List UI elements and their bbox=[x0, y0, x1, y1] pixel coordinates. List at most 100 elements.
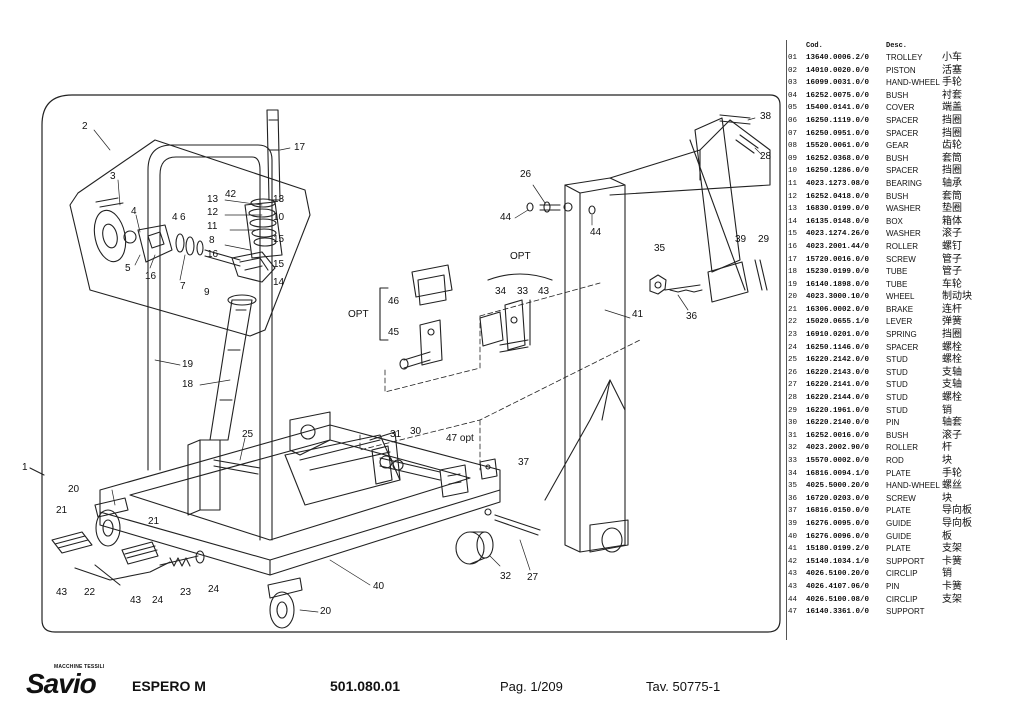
callout-35: 35 bbox=[654, 243, 666, 254]
part-code: 16250.0951.0/0 bbox=[806, 129, 870, 138]
part-position: 43 bbox=[788, 582, 798, 591]
part-description: TUBE bbox=[886, 267, 908, 277]
drawing-linework bbox=[29, 94, 781, 633]
part-position: 47 bbox=[788, 608, 798, 617]
part-description: SPRING bbox=[886, 330, 917, 340]
part-description-cn: 块 bbox=[942, 455, 952, 466]
table-reference: Tav. 50775-1 bbox=[646, 679, 721, 694]
part-description: HAND-WHEEL bbox=[886, 78, 940, 88]
part-description-cn: 管子 bbox=[942, 266, 962, 278]
callout-46: 46 bbox=[388, 296, 400, 307]
part-description: BUSH bbox=[886, 430, 909, 440]
part-description-cn: 轴套 bbox=[942, 417, 962, 429]
callout-7: 7 bbox=[180, 281, 186, 292]
part-description: WASHER bbox=[886, 204, 921, 214]
part-code: 4023.1274.26/0 bbox=[806, 230, 870, 239]
part-description: STUD bbox=[886, 355, 908, 365]
part-code: 15020.0655.1/0 bbox=[806, 318, 870, 327]
callout-29: 29 bbox=[758, 234, 770, 245]
part-description: SPACER bbox=[886, 342, 919, 352]
part-code: 16220.2140.0/0 bbox=[806, 419, 870, 428]
callout-24b: 24 bbox=[208, 584, 220, 595]
callout-6: 6 bbox=[180, 212, 186, 223]
part-description: ROD bbox=[886, 456, 904, 465]
callout-40: 40 bbox=[373, 581, 385, 592]
part-position: 14 bbox=[788, 217, 798, 226]
part-code: 16250.1146.0/0 bbox=[806, 343, 870, 352]
part-description: BEARING bbox=[886, 178, 923, 188]
part-description-cn: 销 bbox=[942, 404, 952, 416]
part-position: 23 bbox=[788, 331, 798, 340]
callout-26: 26 bbox=[520, 169, 532, 180]
part-description-cn: 手轮 bbox=[942, 467, 962, 479]
part-code: 16220.2141.0/0 bbox=[806, 381, 870, 390]
callout-20b: 20 bbox=[320, 606, 332, 617]
part-description-cn: 箱体 bbox=[942, 215, 962, 227]
callout-23: 23 bbox=[180, 587, 192, 598]
callout-44a: 44 bbox=[500, 212, 512, 223]
part-position: 07 bbox=[788, 129, 798, 138]
part-description-cn: 挡圈 bbox=[942, 329, 962, 341]
part-description: PISTON bbox=[886, 65, 916, 75]
part-position: 21 bbox=[788, 305, 798, 314]
part-code: 16720.0203.0/0 bbox=[806, 494, 870, 503]
part-code: 16830.0199.0/0 bbox=[806, 205, 870, 214]
part-code: 16220.2142.0/0 bbox=[806, 356, 870, 365]
part-code: 4023.1273.08/0 bbox=[806, 179, 870, 188]
footer: MACCHINE TESSILI Savio ESPERO M 501.080.… bbox=[0, 644, 1024, 724]
part-position: 30 bbox=[788, 419, 798, 428]
part-position: 09 bbox=[788, 154, 798, 163]
callout-34: 34 bbox=[495, 286, 507, 297]
part-description-cn: 板 bbox=[942, 530, 952, 542]
part-description: BUSH bbox=[886, 191, 909, 201]
part-position: 11 bbox=[788, 179, 798, 188]
part-description-cn: 销 bbox=[942, 568, 952, 580]
part-position: 36 bbox=[788, 494, 798, 503]
part-position: 24 bbox=[788, 343, 798, 352]
part-description-cn: 端盖 bbox=[942, 102, 962, 114]
part-description-cn: 支架 bbox=[942, 593, 962, 605]
part-description-cn: 弹簧 bbox=[942, 316, 962, 328]
part-description: PLATE bbox=[886, 468, 911, 478]
part-description: SUPPORT bbox=[886, 556, 925, 566]
part-code: 15720.0016.0/0 bbox=[806, 255, 870, 264]
part-code: 4023.2001.44/0 bbox=[806, 242, 870, 251]
part-description-cn: 螺丝 bbox=[942, 480, 962, 492]
part-position: 27 bbox=[788, 381, 798, 390]
callout-21a: 21 bbox=[56, 505, 68, 516]
part-description-cn: 制动块 bbox=[942, 291, 972, 303]
part-description: BUSH bbox=[886, 90, 909, 100]
part-code: 16252.0016.0/0 bbox=[806, 431, 870, 440]
callout-31: 31 bbox=[390, 429, 402, 440]
callout-1: 1 bbox=[22, 462, 28, 473]
part-position: 16 bbox=[788, 242, 798, 251]
part-position: 29 bbox=[788, 406, 798, 415]
part-code: 15400.0141.0/0 bbox=[806, 104, 870, 113]
part-code: 16250.1286.0/0 bbox=[806, 167, 870, 176]
callout-19: 19 bbox=[182, 359, 194, 370]
parts-row: 30 16220.2140.0/0 PIN 轴套 bbox=[786, 417, 1022, 430]
part-description: PIN bbox=[886, 418, 900, 428]
part-code: 16220.2144.0/0 bbox=[806, 394, 870, 403]
callout-4b: 4 bbox=[172, 212, 178, 223]
part-position: 42 bbox=[788, 557, 798, 566]
document-code: 501.080.01 bbox=[330, 678, 401, 694]
part-code: 16816.0094.1/0 bbox=[806, 469, 870, 478]
callout-32: 32 bbox=[500, 571, 512, 582]
part-description: GUIDE bbox=[886, 531, 912, 541]
part-description: SUPPORT bbox=[886, 607, 925, 617]
part-description: SPACER bbox=[886, 128, 919, 138]
part-code: 16220.1961.0/0 bbox=[806, 406, 870, 415]
callout-10: 10 bbox=[273, 212, 285, 223]
